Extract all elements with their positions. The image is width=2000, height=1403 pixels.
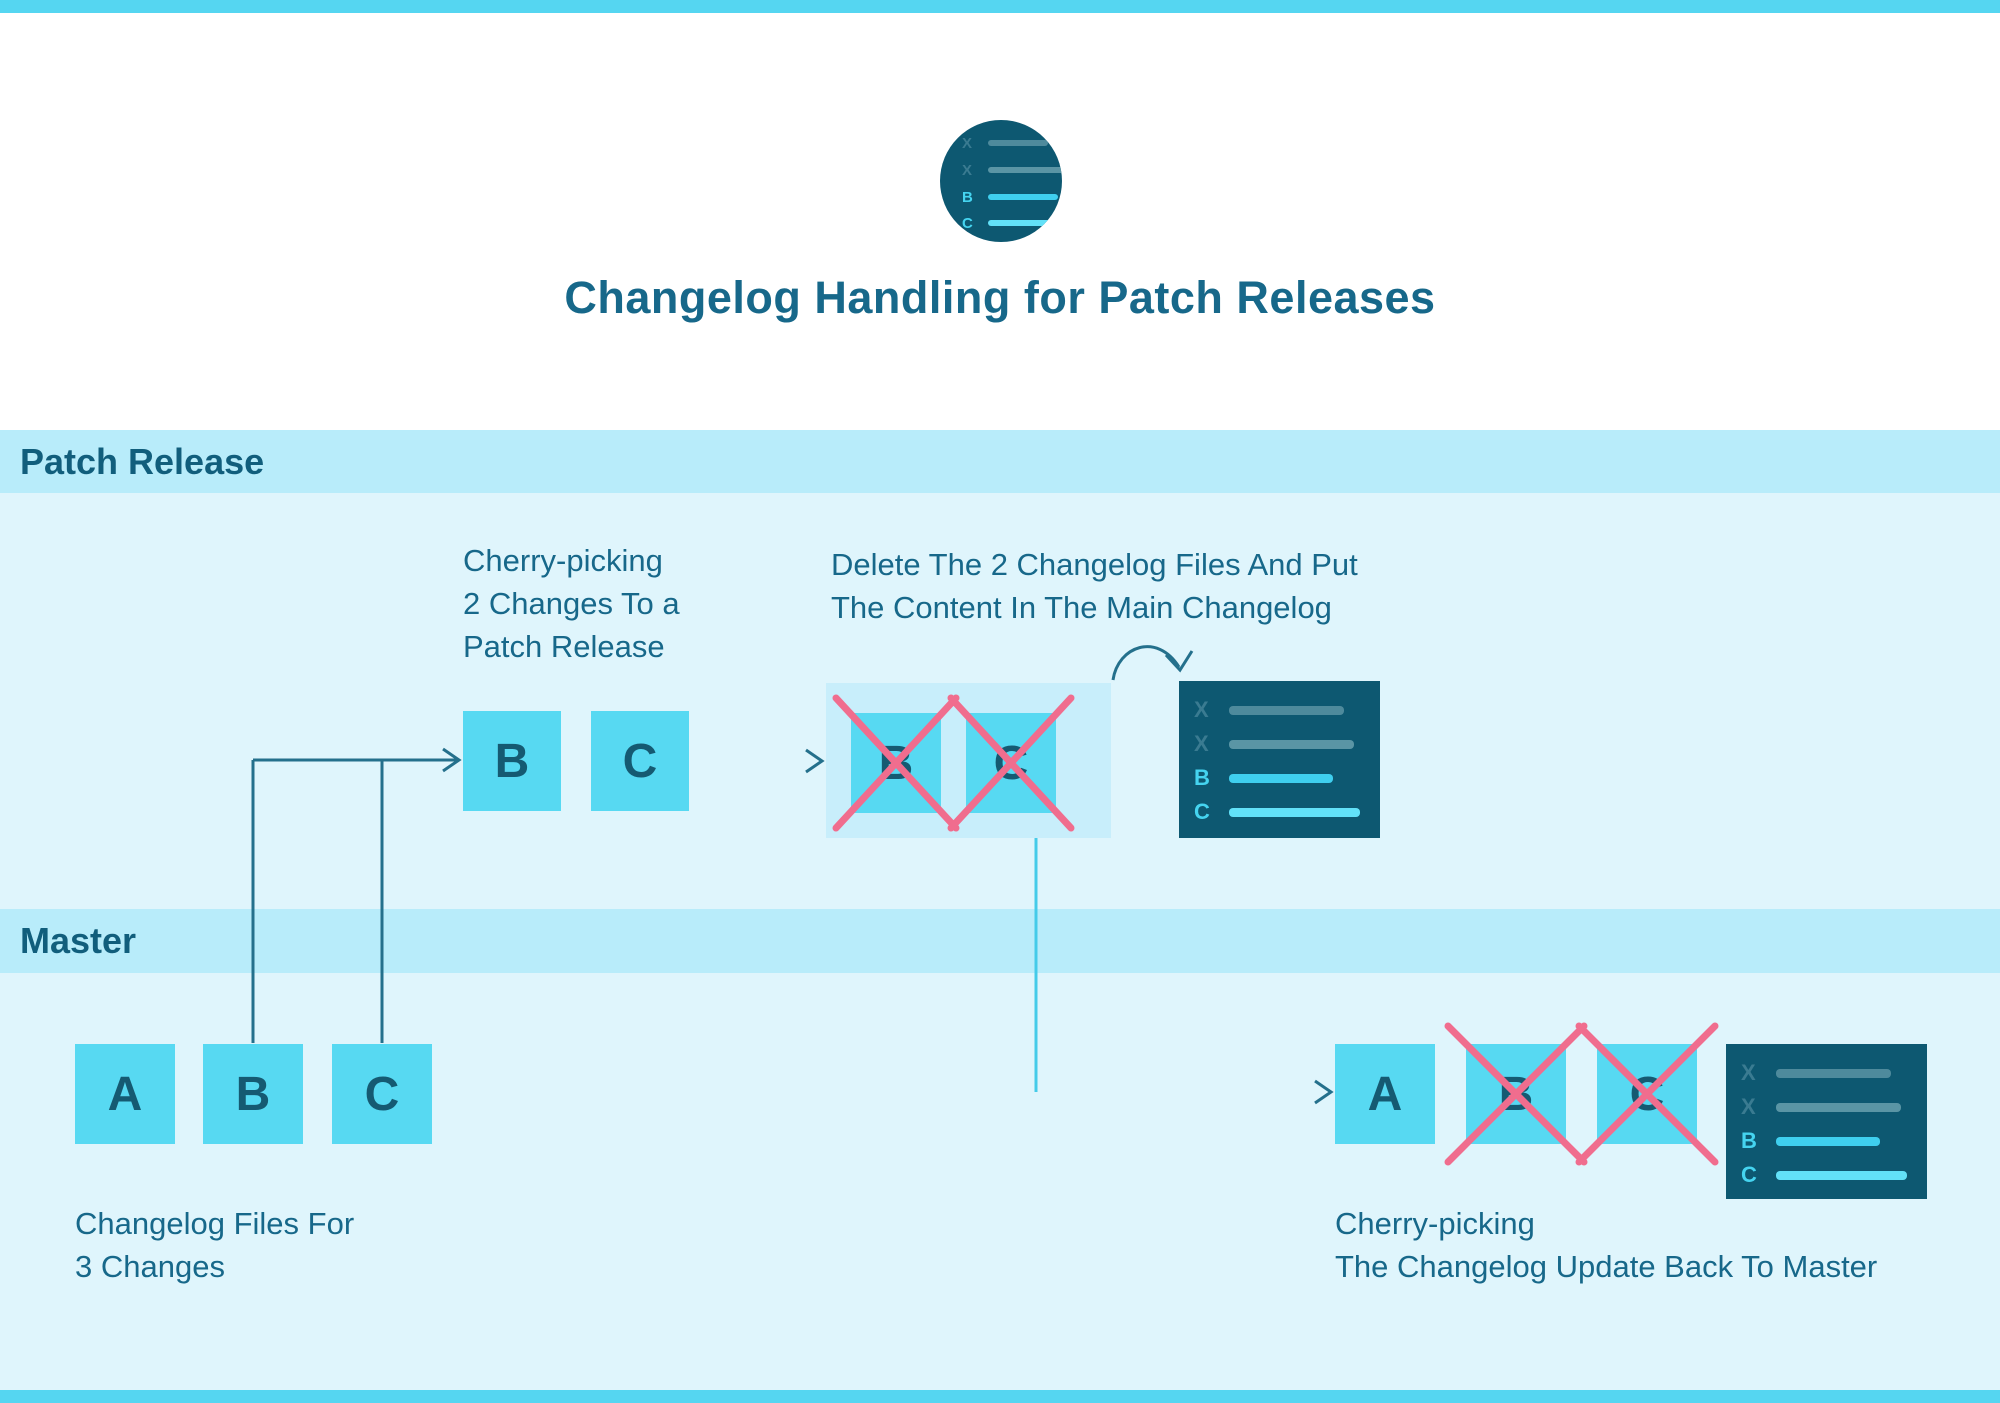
- page-title: Changelog Handling for Patch Releases: [564, 272, 1436, 323]
- logo-row: C: [962, 213, 1050, 233]
- changelog-row-label: X: [1741, 1094, 1756, 1119]
- changelog-row: X: [1741, 1060, 1891, 1085]
- annotation-line: 3 Changes: [75, 1249, 225, 1284]
- changelog-row-line: [1229, 807, 1360, 817]
- lane-header-master: Master: [0, 909, 2000, 973]
- changelog-row-label: X: [1741, 1060, 1756, 1085]
- lane-header-patch-release: Patch Release: [0, 430, 2000, 493]
- changelog-row-label: B: [1741, 1128, 1757, 1153]
- annotation-line: 2 Changes To a: [463, 586, 680, 621]
- annotation-line: Delete The 2 Changelog Files And Put: [831, 547, 1358, 582]
- changelog-row-line: [1776, 1068, 1891, 1078]
- deleted-box-c: C: [966, 713, 1056, 813]
- logo-row-line: [988, 220, 1050, 226]
- annotation-line: Cherry-picking: [1335, 1206, 1535, 1241]
- annotation-line: Patch Release: [463, 629, 665, 664]
- changelog-row-line: [1229, 705, 1344, 715]
- bottom-accent-bar: [0, 1390, 2000, 1403]
- main-changelog-card-master: X X B C: [1726, 1044, 1927, 1199]
- changelog-row: X: [1741, 1094, 1901, 1119]
- commit-box-b-patch: B: [463, 711, 561, 811]
- annotation-cherry-pick-patch: Cherry-picking 2 Changes To a Patch Rele…: [463, 539, 680, 668]
- changelog-row-label: C: [1194, 799, 1210, 824]
- commit-box-c-master: C: [332, 1044, 432, 1144]
- changelog-row: C: [1194, 799, 1360, 824]
- commit-box-a-master: A: [75, 1044, 175, 1144]
- changelog-row: B: [1741, 1128, 1880, 1153]
- logo-row: X: [962, 133, 1048, 153]
- changelog-row-line: [1776, 1102, 1901, 1112]
- annotation-line: The Changelog Update Back To Master: [1335, 1249, 1878, 1284]
- changelog-row-label: C: [1741, 1162, 1757, 1187]
- logo-row-label: X: [962, 134, 973, 152]
- commit-box-b-master: B: [203, 1044, 303, 1144]
- lane-body-master: [0, 973, 2000, 1390]
- changelog-row: C: [1741, 1162, 1907, 1187]
- logo-row-label: C: [962, 214, 973, 232]
- changelog-row: X: [1194, 731, 1354, 756]
- annotation-line: Cherry-picking: [463, 543, 663, 578]
- changelog-row: X: [1194, 697, 1344, 722]
- annotation-delete-changelog-files: Delete The 2 Changelog Files And Put The…: [831, 543, 1358, 629]
- logo-row-line: [988, 194, 1058, 200]
- changelog-row-line: [1776, 1170, 1907, 1180]
- deleted-box-b: B: [851, 713, 941, 813]
- logo-row: B: [962, 187, 1058, 207]
- changelog-row: B: [1194, 765, 1333, 790]
- annotation-line: Changelog Files For: [75, 1206, 355, 1241]
- annotation-cherry-pick-master: Cherry-picking The Changelog Update Back…: [1335, 1202, 1877, 1288]
- result-box-b-master-crossed: B: [1466, 1044, 1566, 1144]
- changelog-row-label: B: [1194, 765, 1210, 790]
- lane-label-patch-release: Patch Release: [20, 441, 265, 482]
- top-accent-bar: [0, 0, 2000, 13]
- changelog-logo-icon: X X B C: [940, 120, 1062, 242]
- logo-row-label: B: [962, 188, 973, 206]
- logo-row-label: X: [962, 161, 973, 179]
- changelog-row-line: [1776, 1136, 1880, 1146]
- result-box-a-master: A: [1335, 1044, 1435, 1144]
- result-box-c-master-crossed: C: [1597, 1044, 1697, 1144]
- lane-label-master: Master: [20, 920, 137, 961]
- annotation-line: The Content In The Main Changelog: [831, 590, 1332, 625]
- changelog-row-line: [1229, 773, 1333, 783]
- logo-row-line: [988, 167, 1062, 173]
- logo-row: X: [962, 160, 1062, 180]
- commit-box-c-patch: C: [591, 711, 689, 811]
- deleted-files-container: B C: [826, 683, 1111, 838]
- annotation-changelog-files: Changelog Files For 3 Changes: [75, 1202, 354, 1288]
- changelog-row-label: X: [1194, 697, 1209, 722]
- changelog-row-label: X: [1194, 731, 1209, 756]
- main-changelog-card-patch: X X B C: [1179, 681, 1380, 838]
- changelog-row-line: [1229, 739, 1354, 749]
- logo-row-line: [988, 140, 1048, 146]
